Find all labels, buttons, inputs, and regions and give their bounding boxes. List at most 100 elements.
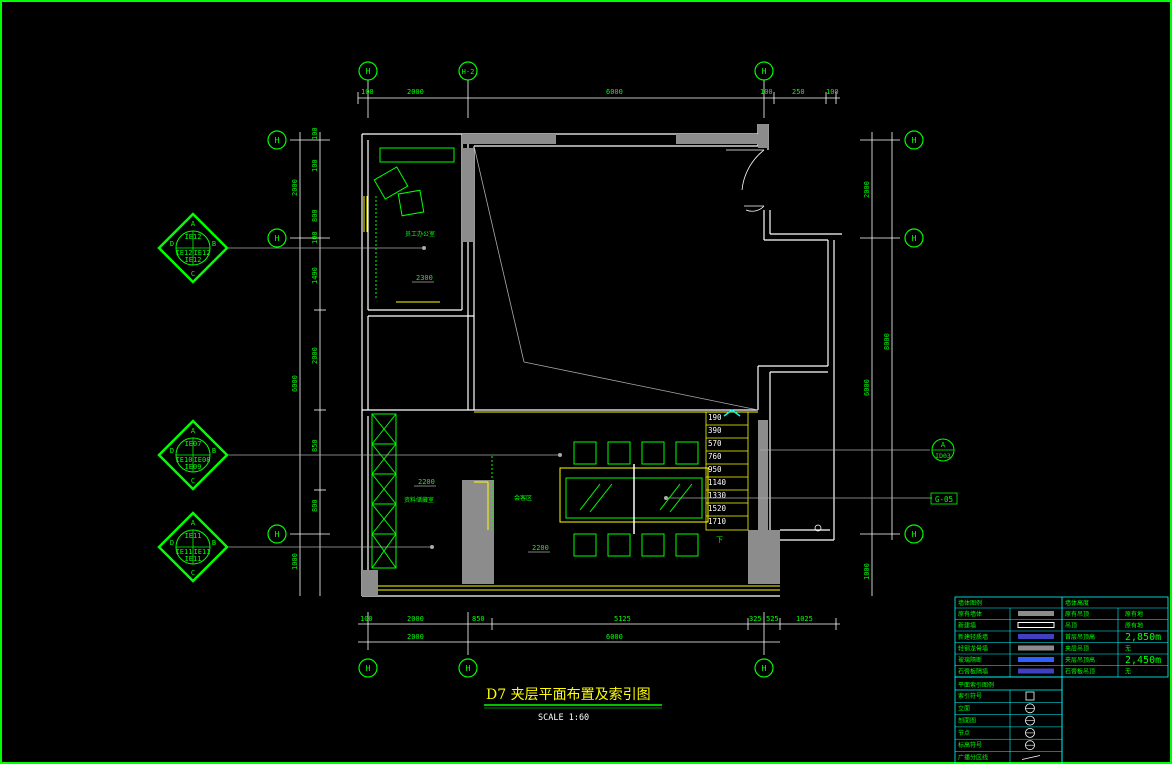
stair-step: 1140 <box>708 478 727 487</box>
marker-ref: IE11 <box>176 548 193 556</box>
dim-li-1: 100 <box>311 159 319 172</box>
legend-item: 新建墙 <box>958 622 976 630</box>
dim-left-0: 2000 <box>291 179 299 196</box>
marker-ref: IE10 <box>176 456 193 464</box>
svg-text:A: A <box>941 441 946 449</box>
marker-ref: IE11 <box>185 532 202 540</box>
legend-item: 原有墙体 <box>958 610 982 618</box>
marker-ref: IE12 <box>185 233 202 241</box>
dim-right-0: 2000 <box>863 181 871 198</box>
marker-ref: IE09 <box>185 463 202 471</box>
stair-step: 1330 <box>708 491 727 500</box>
dim-b1-1: 2000 <box>407 615 424 623</box>
svg-text:H: H <box>275 530 280 539</box>
axis-bubble-bottom-3: H <box>754 658 774 678</box>
legend-symbol-icon <box>1025 691 1035 701</box>
legend-symbol-icon <box>1025 728 1035 738</box>
stair-step: 1520 <box>708 504 727 513</box>
svg-text:H: H <box>366 67 371 76</box>
svg-text:H: H <box>912 530 917 539</box>
legend-value: 原有地 <box>1125 622 1143 630</box>
dim-b1-6: 1025 <box>796 615 813 623</box>
marker-letter: A <box>191 519 196 527</box>
axis-bubble-top-2: H-2 <box>458 61 478 81</box>
marker-letter: B <box>212 539 216 547</box>
axis-bubble-left-2: H <box>267 228 287 248</box>
marker-ref: IE12 <box>176 249 193 257</box>
dim-b1-5: 525 <box>766 615 779 623</box>
scale-text: SCALE 1:60 <box>538 713 589 723</box>
dim-right-total: 8000 <box>883 333 891 350</box>
dim-right-1: 6000 <box>863 379 871 396</box>
svg-text:H: H <box>912 136 917 145</box>
level-mark-1: 2300 <box>412 274 434 283</box>
ref-tag: G-05 <box>930 492 958 505</box>
marker-letter: B <box>212 447 216 455</box>
dim-li-0: 100 <box>311 127 319 140</box>
title-text: D7 夹层平面布置及索引图 <box>486 686 651 703</box>
svg-text:H: H <box>275 234 280 243</box>
axis-bubble-left-1: H <box>267 130 287 150</box>
stair-step: 1710 <box>708 517 727 526</box>
dimension-lines-left <box>290 132 330 596</box>
stair-down-label: 下 <box>716 536 723 544</box>
stair-step: 190 <box>708 413 722 422</box>
legend-header: 平面索引图例 <box>958 681 994 689</box>
marker-ref: IE08 <box>194 456 211 464</box>
room-label-office: 员工办公室 <box>405 230 435 238</box>
dim-li-7: 800 <box>311 499 319 512</box>
mezzanine-outline <box>473 145 759 411</box>
legend-item: 石膏板隔墙 <box>958 668 988 676</box>
legend-item: 轻钢龙骨墙 <box>958 645 988 653</box>
dimension-lines-right <box>860 132 900 596</box>
legend-item: 首层吊顶高 <box>1065 633 1095 641</box>
legend-symbol-label: 节点 <box>958 729 970 737</box>
stair-steps: 190 390 570 760 950 1140 1330 1520 1710 <box>708 413 727 526</box>
dim-top-5: 100 <box>826 88 839 96</box>
dim-li-6: 850 <box>311 439 319 452</box>
drain-icon <box>814 524 822 532</box>
reception-partition <box>474 456 493 530</box>
legend-item: 夹层吊顶 <box>1065 645 1089 653</box>
storage-shelves <box>371 413 397 569</box>
stair-step: 760 <box>708 452 722 461</box>
dim-li-3: 100 <box>311 231 319 244</box>
dim-li-2: 800 <box>311 209 319 222</box>
room-label-storage: 资料储藏室 <box>404 496 434 504</box>
legend-item: 新建轻质墙 <box>958 633 988 641</box>
dim-right-2: 1000 <box>863 563 871 580</box>
marker-ref: IE07 <box>185 440 202 448</box>
legend-item: 玻璃隔断 <box>958 656 982 664</box>
legend-symbol-label: 剖面图 <box>958 717 976 725</box>
marker-ref: IE11 <box>194 548 211 556</box>
wall-fills <box>362 124 780 596</box>
svg-text:ID03: ID03 <box>935 452 951 460</box>
elevation-markers: ABCDIE12IE12IE12IE12ABCDIE07IE08IE09IE10… <box>157 212 229 583</box>
marker-ref: IE12 <box>194 249 211 257</box>
dim-b1-3: 5125 <box>614 615 631 623</box>
legend-item: 石膏板吊顶 <box>1065 668 1095 676</box>
svg-text:2300: 2300 <box>416 274 433 282</box>
legend-header: 墙体高度 <box>1065 599 1089 607</box>
marker-letter: A <box>191 220 196 228</box>
marker-letter: D <box>170 539 174 547</box>
legend-value: 原有地 <box>1125 610 1143 618</box>
stair <box>705 411 749 531</box>
dim-b1-0: 100 <box>360 615 373 623</box>
door <box>726 149 765 212</box>
office-window <box>363 196 368 232</box>
svg-text:H: H <box>366 664 371 673</box>
svg-text:H: H <box>912 234 917 243</box>
dim-b1-4: 325 <box>749 615 762 623</box>
stair-step: 570 <box>708 439 722 448</box>
legend-symbol-label: 索引符号 <box>958 692 982 700</box>
dim-b2-1: 6000 <box>606 633 623 641</box>
axis-bubble-top-3: H <box>754 61 774 81</box>
dim-text-left: 2000 6000 1000 100 100 800 100 1490 2000… <box>291 127 319 570</box>
dim-text-right: 2000 6000 1000 8000 <box>863 181 891 580</box>
